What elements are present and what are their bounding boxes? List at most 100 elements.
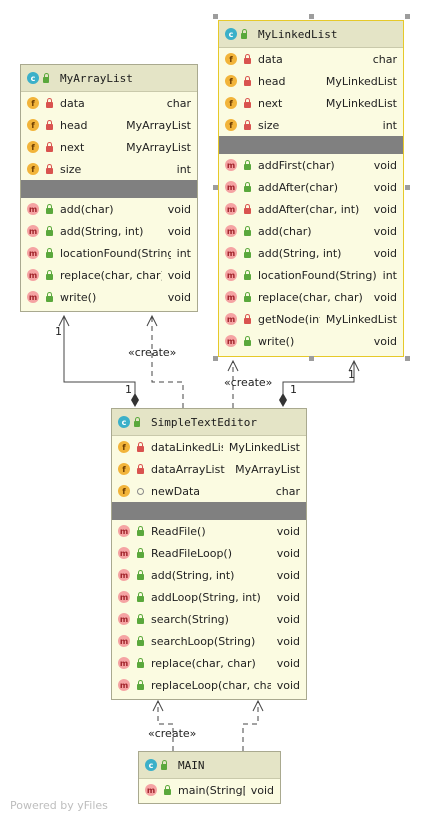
- method-icon: m: [225, 313, 237, 325]
- method-name: write(): [258, 334, 295, 348]
- return-type: void: [276, 568, 300, 582]
- public-lock-icon: [241, 335, 253, 346]
- return-type: int: [176, 246, 191, 260]
- class-icon: c: [225, 28, 237, 40]
- arrowhead-array-assoc: [58, 314, 70, 327]
- selection-handle-ml[interactable]: [213, 185, 218, 190]
- selection-handle-bm[interactable]: [309, 356, 314, 361]
- method-icon: m: [27, 269, 39, 281]
- class-simpletexteditor[interactable]: c SimpleTextEditor fdataLinkedListMyLink…: [111, 408, 307, 700]
- method-icon: m: [225, 291, 237, 303]
- method-name: addLoop(String, int): [151, 590, 261, 604]
- field-type: MyArrayList: [126, 140, 191, 154]
- return-type: void: [167, 224, 191, 238]
- private-lock-icon: [241, 75, 253, 86]
- field-icon: f: [118, 441, 130, 453]
- public-lock-icon: [241, 291, 253, 302]
- private-lock-icon: [241, 119, 253, 130]
- public-lock-icon: [241, 181, 253, 192]
- return-type: void: [373, 180, 397, 194]
- field-list: fdataLinkedListMyLinkedListfdataArrayLis…: [112, 436, 306, 502]
- return-type: void: [276, 678, 300, 692]
- field-name: newData: [151, 484, 201, 498]
- selection-handle-mr[interactable]: [405, 185, 410, 190]
- field-type: MyLinkedList: [228, 440, 300, 454]
- public-lock-icon: [134, 591, 146, 602]
- field-type: char: [372, 52, 397, 66]
- package-private-icon: [134, 487, 146, 495]
- public-lock-icon: [134, 657, 146, 668]
- selection-handle-tl[interactable]: [213, 14, 218, 19]
- method-icon: m: [225, 203, 237, 215]
- class-header: c MyArrayList: [21, 65, 197, 92]
- multiplicity-array-top: 1: [55, 325, 62, 338]
- method-icon: m: [225, 247, 237, 259]
- private-lock-icon: [241, 313, 253, 324]
- field-icon: f: [225, 119, 237, 131]
- field-type: int: [382, 118, 397, 132]
- return-type: MyLinkedList: [325, 312, 397, 326]
- field-icon: f: [27, 97, 39, 109]
- field-row[interactable]: fdataLinkedListMyLinkedList: [112, 436, 306, 458]
- public-lock-icon: [134, 635, 146, 646]
- method-icon: m: [225, 335, 237, 347]
- class-icon: c: [118, 416, 130, 428]
- method-name: locationFound(String): [258, 268, 377, 282]
- method-name: add(String, int): [60, 224, 144, 238]
- public-lock-icon: [43, 291, 55, 302]
- separator: [21, 180, 197, 198]
- field-name: dataArrayList: [151, 462, 225, 476]
- class-header: c SimpleTextEditor: [112, 409, 306, 436]
- edge-editor-linked-association: [282, 361, 355, 396]
- selection-handle-tr[interactable]: [405, 14, 410, 19]
- selection-handle-tm[interactable]: [309, 14, 314, 19]
- public-lock-icon: [134, 569, 146, 580]
- field-icon: f: [27, 163, 39, 175]
- method-name: add(String, int): [258, 246, 342, 260]
- selection-handle-br[interactable]: [405, 356, 410, 361]
- private-lock-icon: [43, 97, 55, 108]
- public-lock-icon: [134, 416, 146, 427]
- selection-handle-bl[interactable]: [213, 356, 218, 361]
- arrowhead-array-create: [146, 314, 158, 327]
- public-lock-icon: [43, 203, 55, 214]
- field-icon: f: [118, 485, 130, 497]
